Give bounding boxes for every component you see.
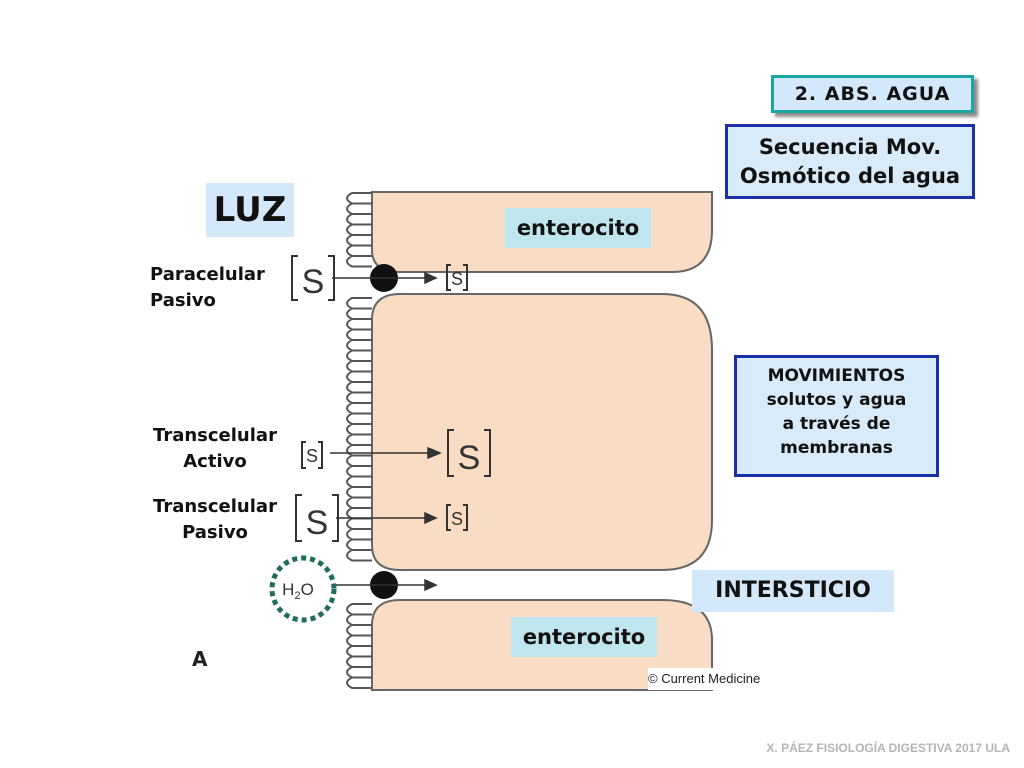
label-trans-activo-line-1: Transcelular (153, 425, 277, 446)
solute-big-pasivo: S (306, 504, 329, 542)
figure-letter: A (192, 647, 208, 671)
microvilli-segment (346, 297, 372, 562)
movements-line-4: membranas (780, 438, 893, 458)
solute-big-para: S (302, 263, 325, 301)
arrowhead-water (424, 578, 438, 592)
label-transcelular-pasivo: Transcelular Pasivo (140, 494, 290, 546)
arrowhead-paracelular (424, 271, 438, 285)
bracket-small-pasivo (446, 504, 468, 531)
interstitium-label: INTERSTICIO (692, 570, 894, 612)
solute-small-activo: S (306, 446, 318, 466)
water-label: H2O (282, 580, 314, 602)
enterocyte-middle-cell (371, 293, 713, 571)
bracket-small-activo (301, 441, 323, 469)
label-transcelular-activo: Transcelular Activo (140, 423, 290, 475)
label-trans-activo-line-2: Activo (183, 451, 247, 472)
sequence-line-2: Osmótico del agua (739, 164, 961, 188)
sequence-box: Secuencia Mov. Osmótico del agua (725, 124, 975, 199)
microvilli-segment (346, 192, 372, 268)
sequence-line-1: Secuencia Mov. (758, 135, 942, 159)
microvilli-brush-border (346, 192, 372, 689)
label-trans-pasivo-line-1: Transcelular (153, 496, 277, 517)
microvilli-segment (346, 603, 372, 689)
enterocyte-label-bottom: enterocito (511, 617, 657, 657)
bracket-big-pasivo (295, 494, 339, 542)
copyright-notice: © Current Medicine (648, 668, 778, 690)
bracket-big-para (291, 255, 335, 301)
solute-big-activo: S (458, 439, 481, 477)
enterocyte-label-top: enterocito (505, 208, 651, 248)
bracket-big-activo (447, 429, 491, 477)
water-highlight-circle (269, 555, 337, 623)
label-paracelular-line-1: Paracelular (150, 264, 265, 285)
label-paracelular-pasivo: Paracelular Pasivo (150, 262, 265, 314)
label-paracelular-line-2: Pasivo (150, 290, 216, 311)
bracket-small-para (446, 264, 468, 291)
solute-small-para: S (451, 269, 463, 289)
arrowhead-transcelular-pasivo (424, 511, 438, 525)
solute-small-pasivo: S (451, 509, 463, 529)
movements-box: MOVIMIENTOS solutos y agua a través de m… (734, 355, 939, 477)
label-trans-pasivo-line-2: Pasivo (182, 522, 248, 543)
movements-line-3: a través de (782, 414, 891, 434)
arrowhead-transcelular-activo (427, 446, 442, 460)
footer-credit: X. PÁEZ FISIOLOGÍA DIGESTIVA 2017 ULA (766, 741, 1010, 755)
lumen-label: LUZ (206, 183, 294, 237)
movements-line-2: solutos y agua (766, 390, 907, 410)
movements-line-1: MOVIMIENTOS (767, 366, 906, 386)
section-tag: 2. ABS. AGUA (771, 75, 974, 113)
